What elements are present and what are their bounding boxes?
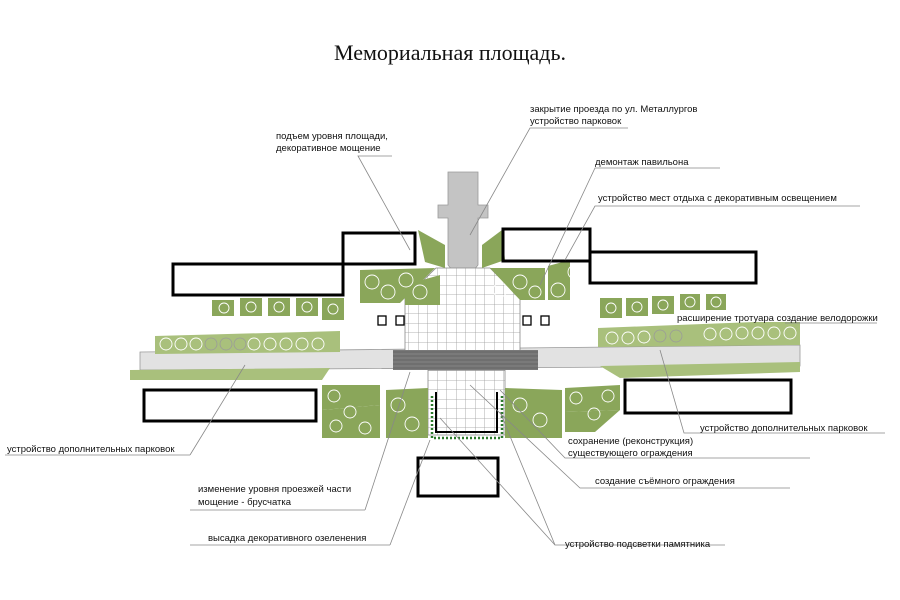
light-trees [204, 329, 683, 351]
green-bed [296, 298, 318, 316]
label-closure-line1: закрытие проезда по ул. Металлургов [530, 104, 697, 115]
green-bed [240, 298, 262, 316]
green-plot [360, 268, 435, 303]
label-parking-left: устройство дополнительных парковок [7, 444, 175, 455]
green-plot [322, 385, 380, 410]
green-plot [565, 385, 620, 412]
label-road-level-line2: мощение - брусчатка [198, 497, 292, 508]
crosswalk-paving [393, 350, 538, 370]
green-plot [490, 268, 545, 300]
rest-places [377, 315, 550, 326]
green-plot [405, 275, 440, 305]
label-fence-keep-line2: существующего ограждения [568, 448, 693, 459]
green-plot [386, 388, 428, 438]
green-bed [680, 294, 700, 310]
label-greenery: высадка декоративного озеленения [208, 533, 366, 544]
label-monument-light: устройство подсветки памятника [565, 539, 711, 550]
page-title: Мемориальная площадь. [333, 40, 567, 65]
label-fence-removable: создание съёмного ограждения [595, 476, 735, 487]
green-bed [706, 294, 726, 310]
green-bed [322, 298, 344, 320]
monument [437, 171, 489, 276]
parking-areas [142, 227, 793, 498]
label-parking-right: устройство дополнительных парковок [700, 423, 868, 434]
fence-existing [435, 392, 498, 433]
label-pavilion: демонтаж павильона [595, 157, 689, 168]
green-bed [268, 298, 290, 316]
label-fence-keep-line1: сохранение (реконструкция) [568, 436, 693, 447]
label-raise-line2: декоративное мощение [276, 143, 381, 154]
green-bed [652, 296, 674, 314]
green-plot [505, 388, 562, 438]
green-plot [548, 260, 570, 300]
green-plot [322, 405, 380, 438]
label-sidewalk: расширение тротуара создание велодорожки [677, 313, 878, 324]
green-plot [482, 230, 505, 268]
green-bed [600, 298, 622, 318]
trees [159, 264, 797, 435]
label-rest-places: устройство мест отдыха с декоративным ос… [598, 193, 837, 204]
label-road-level-line1: изменение уровня проезжей части [198, 484, 351, 495]
leader-lines [5, 127, 885, 546]
green-strip-upper-left [155, 331, 340, 354]
label-closure-line2: устройство парковок [530, 116, 622, 127]
green-bed [626, 298, 648, 316]
green-plot [565, 410, 620, 432]
lower-paving [427, 369, 506, 436]
green-strip-lower-left [130, 368, 330, 380]
label-raise-line1: подъем уровня площади, [276, 131, 388, 142]
green-strip-lower-right [600, 362, 800, 378]
green-plot [418, 230, 445, 268]
green-bed [212, 300, 234, 316]
